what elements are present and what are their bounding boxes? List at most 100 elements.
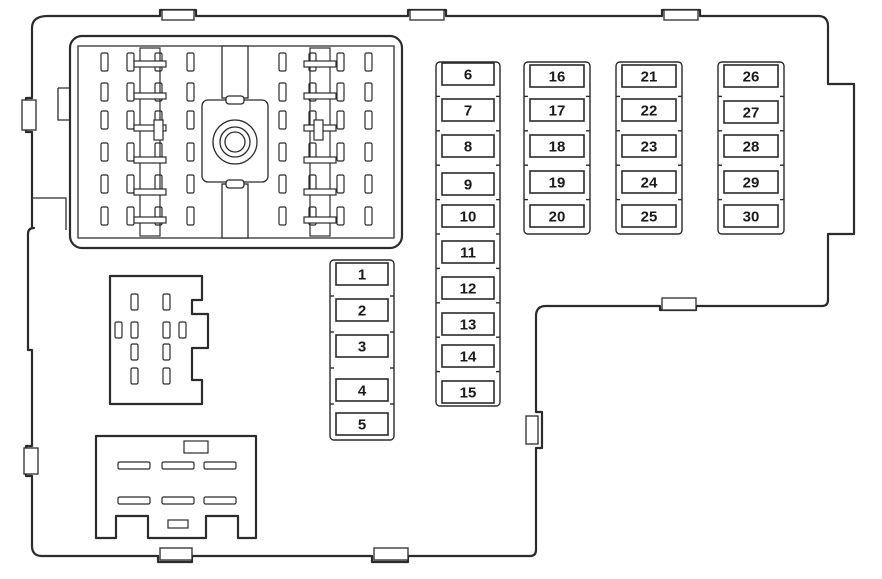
fuse-slot: [441, 204, 495, 228]
fuse-label: 4: [358, 383, 367, 400]
fuse-10[interactable]: 10: [441, 204, 495, 228]
fuse-14[interactable]: 14: [441, 344, 495, 368]
fuse-18[interactable]: 18: [529, 134, 585, 158]
fuse-label: 12: [460, 281, 477, 298]
terminal-slot: [203, 461, 237, 470]
terminal-rail: [309, 47, 331, 237]
fuse-label: 25: [641, 209, 658, 226]
fuse-label: 10: [460, 209, 477, 226]
terminal-slot: [126, 82, 135, 102]
fuse-label: 27: [743, 105, 760, 122]
mounting-tab: [161, 9, 195, 21]
fuse-24[interactable]: 24: [621, 170, 677, 194]
fuse-label: 7: [464, 103, 472, 120]
terminal-slot: [130, 321, 139, 339]
fuse-slot: [723, 204, 779, 228]
fuse-21[interactable]: 21: [621, 64, 677, 88]
housing-ledge: [32, 197, 67, 230]
terminal-slot: [278, 174, 287, 194]
fuse-slot: [441, 312, 495, 336]
fuse-label: 6: [464, 67, 472, 84]
fuse-23[interactable]: 23: [621, 134, 677, 158]
terminal-key: [167, 519, 189, 529]
rail-bar: [133, 188, 167, 196]
fuse-1[interactable]: 1: [335, 262, 389, 286]
fuse-11[interactable]: 11: [441, 240, 495, 264]
fuse-7[interactable]: 7: [441, 98, 495, 122]
side-tab: [21, 99, 37, 131]
rail-bar: [133, 216, 167, 224]
fuse-9[interactable]: 9: [441, 172, 495, 196]
terminal-slot: [100, 206, 109, 226]
fuse-25[interactable]: 25: [621, 204, 677, 228]
fuse-slot: [335, 262, 389, 286]
fuse-20[interactable]: 20: [529, 204, 585, 228]
rail-bar: [133, 124, 167, 132]
terminal-slot: [130, 367, 139, 385]
terminal-slot: [178, 321, 187, 339]
fuse-slot: [529, 204, 585, 228]
terminal-slot: [278, 110, 287, 130]
fuse-30[interactable]: 30: [723, 204, 779, 228]
fuse-label: 21: [641, 69, 658, 86]
fuse-6[interactable]: 6: [441, 62, 495, 86]
terminal-key: [183, 440, 209, 454]
terminal-slot: [117, 461, 151, 470]
fuse-28[interactable]: 28: [723, 134, 779, 158]
terminal-slot: [278, 82, 287, 102]
fuse-label: 15: [460, 385, 477, 402]
fuse-slot: [529, 64, 585, 88]
fuse-8[interactable]: 8: [441, 134, 495, 158]
fuse-label: 26: [743, 69, 760, 86]
fuse-slot: [441, 240, 495, 264]
fuse-slot: [335, 412, 389, 436]
terminal-slot: [186, 110, 195, 130]
fuse-slot: [723, 134, 779, 158]
fuse-16[interactable]: 16: [529, 64, 585, 88]
fuse-column-frame: [523, 61, 591, 235]
terminal-slot: [186, 142, 195, 162]
terminal-slot: [100, 142, 109, 162]
fuse-slot: [441, 98, 495, 122]
terminal-slot: [336, 82, 345, 102]
fuse-17[interactable]: 17: [529, 98, 585, 122]
mounting-tab: [373, 547, 409, 561]
fuse-slot: [441, 172, 495, 196]
terminal-slot: [126, 174, 135, 194]
fuse-19[interactable]: 19: [529, 170, 585, 194]
fuse-3[interactable]: 3: [335, 334, 389, 358]
fuse-12[interactable]: 12: [441, 276, 495, 300]
terminal-slot: [117, 496, 151, 505]
terminal-slot: [364, 82, 373, 102]
terminal-slot: [364, 52, 373, 72]
fuse-2[interactable]: 2: [335, 298, 389, 322]
fuse-slot: [621, 64, 677, 88]
fuse-label: 2: [358, 303, 366, 320]
fuse-26[interactable]: 26: [723, 64, 779, 88]
fuse-22[interactable]: 22: [621, 98, 677, 122]
fuse-label: 17: [549, 103, 566, 120]
fuse-5[interactable]: 5: [335, 412, 389, 436]
connector-block-terminals: [100, 47, 373, 237]
terminal-slot: [161, 461, 195, 470]
fuse-13[interactable]: 13: [441, 312, 495, 336]
fuse-27[interactable]: 27: [723, 100, 779, 124]
terminal-slot: [130, 343, 139, 361]
rail-bar: [133, 156, 167, 164]
rail-bar: [303, 60, 337, 68]
relay-socket: [108, 274, 210, 406]
terminal-slot: [336, 52, 345, 72]
terminal-slot: [364, 174, 373, 194]
terminal-slot: [278, 206, 287, 226]
fuse-label: 13: [460, 317, 477, 334]
fuse-slot: [621, 170, 677, 194]
terminal-slot: [336, 110, 345, 130]
mounting-tab: [663, 9, 699, 21]
side-tab: [23, 447, 39, 475]
terminal-slot: [278, 142, 287, 162]
rail-bar: [133, 60, 167, 68]
fuse-4[interactable]: 4: [335, 378, 389, 402]
fuse-29[interactable]: 29: [723, 170, 779, 194]
fuse-15[interactable]: 15: [441, 380, 495, 404]
